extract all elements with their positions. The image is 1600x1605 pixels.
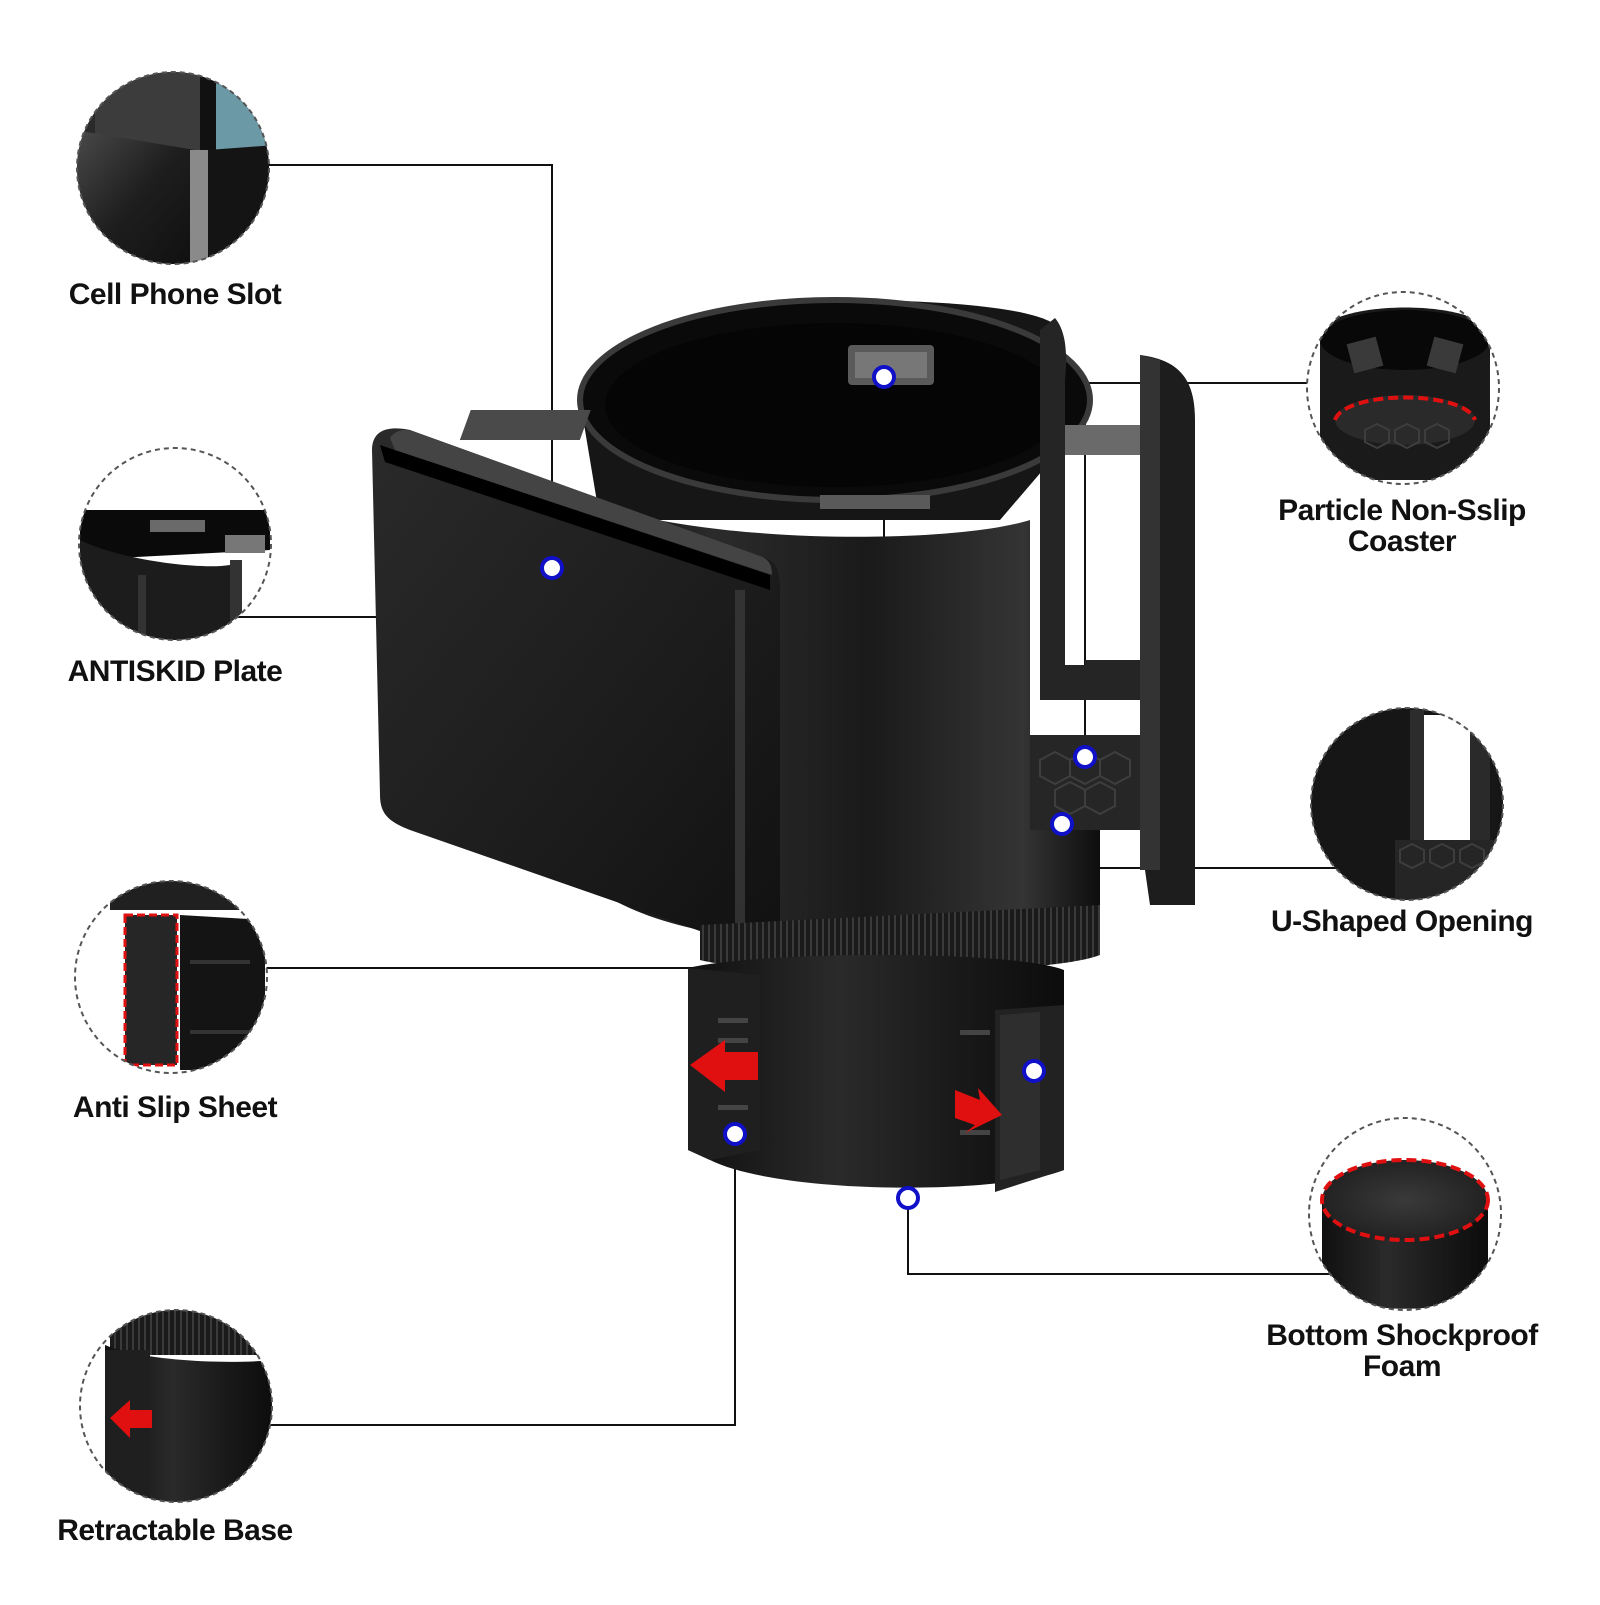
leader-retractable-base bbox=[268, 1134, 736, 1426]
leader-shockproof-foam bbox=[907, 1198, 1336, 1275]
marker-retractable-base[interactable] bbox=[723, 1122, 747, 1146]
cup-holder-product bbox=[372, 297, 1195, 1192]
marker-particle-coaster[interactable] bbox=[1073, 745, 1097, 769]
label-cell-phone-slot: Cell Phone Slot bbox=[68, 278, 282, 311]
marker-shockproof-foam[interactable] bbox=[896, 1186, 920, 1210]
adjuster-ring bbox=[700, 905, 1100, 973]
label-particle-coaster: Particle Non-Sslip Coaster bbox=[1278, 494, 1526, 558]
red-arrow-right bbox=[955, 1088, 1002, 1133]
red-arrow-thumb bbox=[110, 1400, 152, 1438]
thumbnail-particle-coaster bbox=[1306, 291, 1500, 485]
label-retractable-base: Retractable Base bbox=[57, 1514, 293, 1547]
label-u-shaped-opening: U-Shaped Opening bbox=[1271, 905, 1534, 938]
thumbnail-anti-slip-sheet bbox=[74, 880, 268, 1074]
label-shockproof-foam: Bottom Shockproof Foam bbox=[1266, 1319, 1538, 1383]
marker-antiskid-plate[interactable] bbox=[872, 365, 896, 389]
thumbnail-antiskid-plate bbox=[78, 447, 272, 641]
leader-u-shaped-opening bbox=[1061, 824, 1342, 869]
label-anti-slip-sheet: Anti Slip Sheet bbox=[72, 1091, 278, 1124]
foam-pad bbox=[1322, 1160, 1488, 1240]
callout-markers bbox=[540, 365, 1097, 1210]
thumbnail-u-shaped-opening bbox=[1310, 707, 1504, 901]
red-arrow-left bbox=[690, 1040, 758, 1092]
thumbnail-shockproof-foam bbox=[1308, 1117, 1502, 1311]
label-antiskid-plate: ANTISKID Plate bbox=[67, 655, 283, 688]
marker-u-shaped-opening[interactable] bbox=[1050, 812, 1074, 836]
marker-cell-phone-slot[interactable] bbox=[540, 556, 564, 580]
thumbnail-cell-phone-slot bbox=[76, 71, 270, 265]
marker-anti-slip-sheet[interactable] bbox=[1022, 1059, 1046, 1083]
thumbnail-retractable-base bbox=[79, 1309, 273, 1503]
